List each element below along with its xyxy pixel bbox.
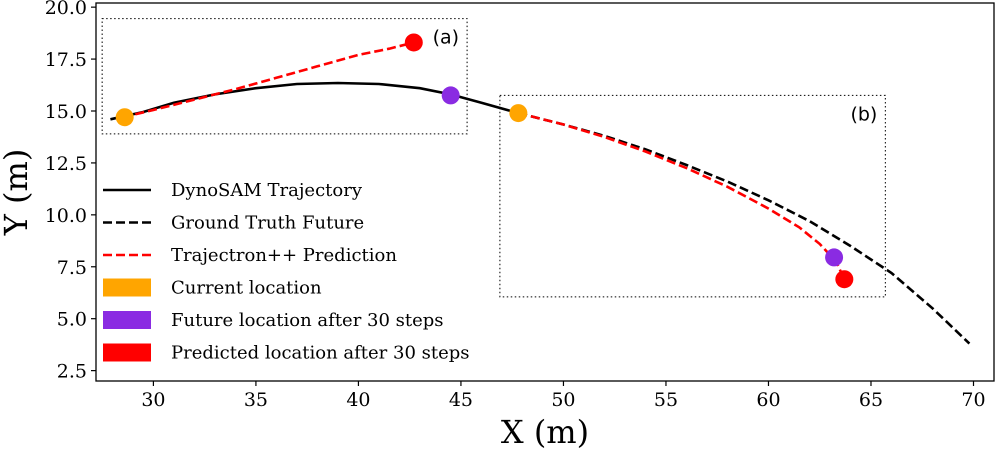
x-tick-label-1: 35	[244, 389, 268, 411]
axis-ticks: 30 35 40 45 50 55 60 65 70 2.5 5.0 7.5 10.0 12.5 15.0 1…	[45, 0, 986, 411]
x-tick-label-5: 55	[654, 389, 678, 411]
x-tick-label-7: 65	[859, 389, 883, 411]
legend-label-0: DynoSAM Trajectory	[171, 180, 363, 201]
y-tick-label-1: 5.0	[57, 309, 87, 331]
region-label-1: (b)	[850, 103, 877, 125]
plot-frame	[95, 2, 995, 382]
y-tick-label-3: 10.0	[45, 205, 87, 227]
x-tick-label-4: 50	[551, 389, 575, 411]
legend-label-1: Ground Truth Future	[171, 213, 364, 234]
marker-0-0	[115, 108, 134, 127]
marker-2-1	[835, 270, 854, 289]
legend-swatch-3	[103, 278, 151, 297]
region-boxes: (a) (b)	[101, 18, 886, 298]
y-tick-label-6: 17.5	[45, 49, 87, 71]
series-line-1-0	[517, 111, 971, 345]
legend-label-2: Trajectron++ Prediction	[171, 245, 397, 266]
x-tick-label-3: 45	[449, 389, 473, 411]
x-tick-label-6: 60	[756, 389, 780, 411]
marker-1-1	[825, 248, 844, 267]
y-tick-label-4: 12.5	[45, 153, 87, 175]
y-tick-label-0: 2.5	[57, 361, 87, 383]
marker-0-1	[509, 104, 528, 123]
series-line-2-1	[517, 111, 846, 280]
x-tick-label-2: 40	[346, 389, 370, 411]
marker-2-0	[404, 33, 423, 52]
location-markers	[115, 33, 854, 289]
y-tick-label-7: 20.0	[45, 0, 87, 19]
legend-label-3: Current location	[171, 278, 322, 299]
y-axis-label: Y (m)	[0, 149, 35, 237]
marker-1-0	[441, 86, 460, 105]
series-line-2-0	[122, 41, 415, 119]
x-axis-label: X (m)	[501, 413, 589, 449]
y-tick-label-5: 15.0	[45, 101, 87, 123]
region-box-1	[499, 94, 886, 298]
legend-swatch-5	[103, 343, 151, 362]
legend-swatch-4	[103, 311, 151, 329]
region-label-0: (a)	[433, 27, 459, 49]
legend-label-4: Future location after 30 steps	[171, 310, 444, 331]
legend-label-5: Predicted location after 30 steps	[171, 343, 470, 364]
y-tick-label-2: 7.5	[57, 257, 87, 279]
x-tick-label-0: 30	[141, 389, 165, 411]
x-tick-label-8: 70	[961, 389, 985, 411]
